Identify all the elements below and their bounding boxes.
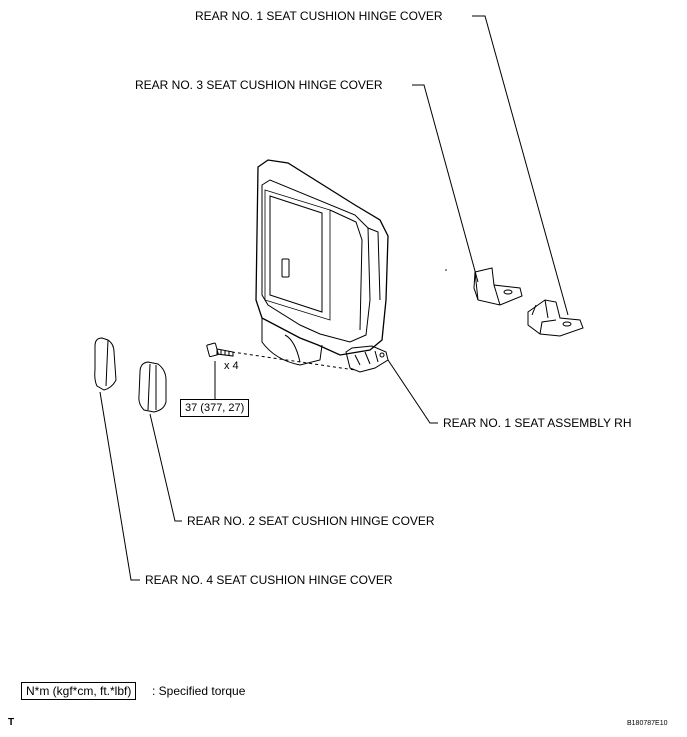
bolt-icon [206, 342, 234, 358]
legend-unit-box: N*m (kgf*cm, ft.*lbf) [21, 682, 137, 700]
bolt-alignment-dashed [231, 351, 356, 371]
leader-cover-no2 [149, 413, 182, 522]
label-cover-no3: REAR NO. 3 SEAT CUSHION HINGE COVER [135, 78, 383, 92]
leader-seat-assembly [387, 359, 438, 424]
hinge-cover-no2-illustration [138, 361, 167, 413]
footer-right-code: B180787E10 [627, 720, 668, 727]
label-cover-no4: REAR NO. 4 SEAT CUSHION HINGE COVER [145, 573, 393, 587]
hinge-cover-no4-illustration [94, 337, 117, 391]
label-seat-assembly: REAR NO. 1 SEAT ASSEMBLY RH [443, 416, 632, 430]
leader-lines [99, 15, 569, 581]
bolt-quantity: x 4 [224, 360, 239, 372]
hinge-cover-no3-illustration [473, 267, 523, 306]
label-cover-no1: REAR NO. 1 SEAT CUSHION HINGE COVER [195, 9, 443, 23]
footer-left-code: T [8, 717, 15, 728]
label-cover-no2: REAR NO. 2 SEAT CUSHION HINGE COVER [187, 514, 435, 528]
seat-assembly-illustration [255, 159, 389, 373]
leader-cover-no1 [472, 15, 569, 316]
leader-cover-no3 [412, 84, 479, 283]
leader-cover-no4 [99, 391, 140, 581]
bolt-torque-box: 37 (377, 27) [180, 399, 250, 417]
dot-mark [445, 269, 447, 271]
hinge-cover-no1-illustration [527, 299, 584, 337]
legend-meaning: : Specified torque [152, 684, 246, 698]
